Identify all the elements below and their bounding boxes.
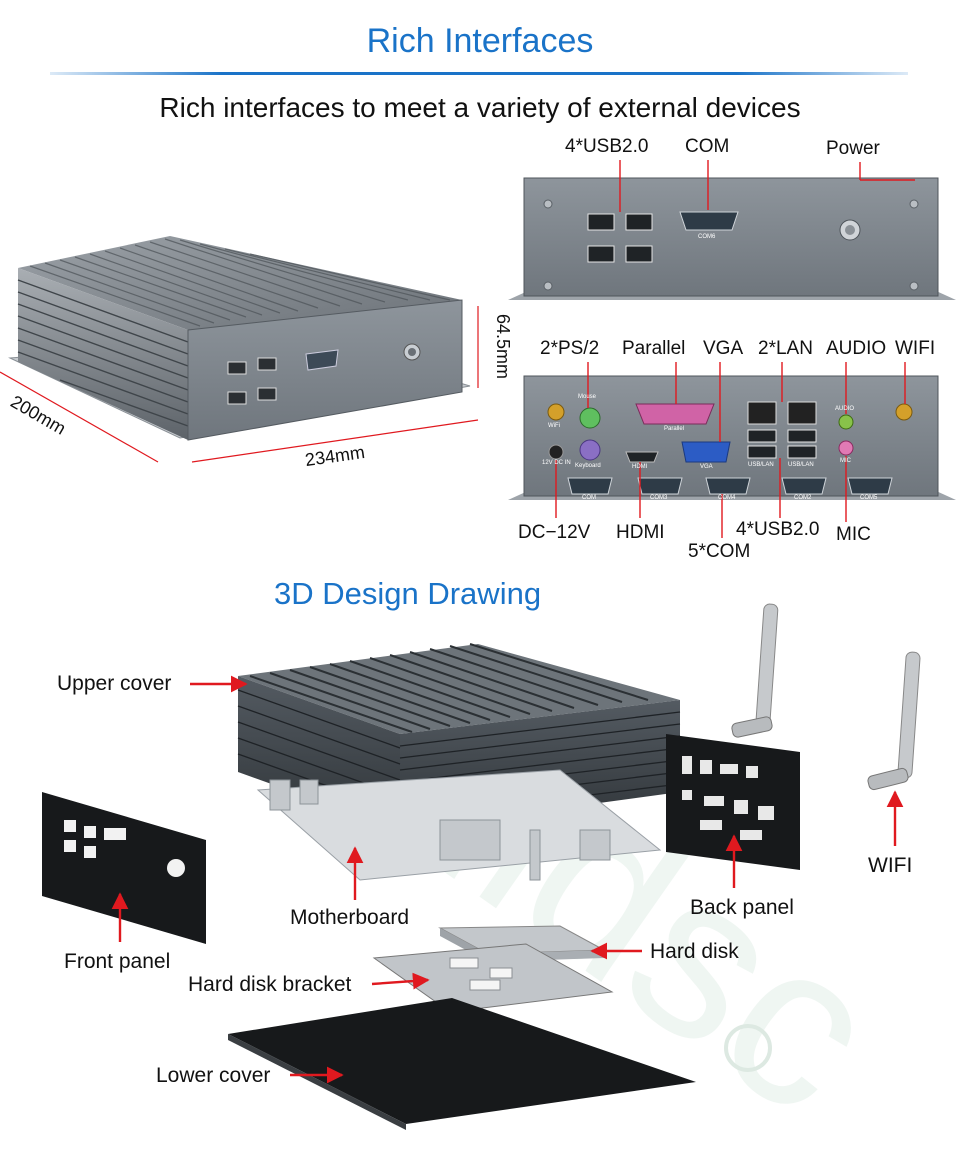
rear-print-com5: COM5 <box>860 495 878 501</box>
label-front-panel: Front panel <box>64 950 171 973</box>
label-front-power: Power <box>826 138 880 159</box>
label-hdmi: HDMI <box>616 522 665 543</box>
section-title-3d-design: 3D Design Drawing <box>274 576 542 611</box>
label-vga: VGA <box>703 338 744 359</box>
label-mic: MIC <box>836 524 871 545</box>
label-hard-disk-bracket: Hard disk bracket <box>188 973 352 996</box>
label-wifi-rear: WIFI <box>895 338 936 359</box>
rear-print-com: COM <box>582 495 596 501</box>
title-divider <box>50 72 908 75</box>
rear-print-com2: COM2 <box>794 495 812 501</box>
label-front-com: COM <box>685 136 730 157</box>
rear-print-keyboard: Keyboard <box>575 463 601 469</box>
label-lower-cover: Lower cover <box>156 1064 271 1087</box>
label-lan: 2*LAN <box>758 338 813 359</box>
front-print-com6: COM6 <box>698 234 716 240</box>
label-usb-rear: 4*USB2.0 <box>736 519 820 540</box>
label-back-panel: Back panel <box>690 896 794 919</box>
rear-print-dc: 12V DC IN <box>542 460 571 466</box>
rear-print-wifi: WiFi <box>548 423 560 429</box>
rear-print-usblan-1: USB/LAN <box>748 462 774 468</box>
label-dc: DC−12V <box>518 522 591 543</box>
label-parallel: Parallel <box>622 338 686 359</box>
rear-print-com4: COM4 <box>718 495 736 501</box>
rear-print-vga: VGA <box>700 464 713 470</box>
label-hard-disk: Hard disk <box>650 940 739 963</box>
rear-print-mic: MIC <box>840 458 851 464</box>
rear-print-hdmi: HDMI <box>632 464 648 470</box>
label-motherboard: Motherboard <box>290 906 410 929</box>
rear-print-audio: AUDIO <box>835 406 855 412</box>
label-upper-cover: Upper cover <box>57 672 172 695</box>
label-ps2: 2*PS/2 <box>540 338 600 359</box>
label-audio: AUDIO <box>826 338 887 359</box>
rear-print-parallel: Parallel <box>664 426 685 432</box>
rear-print-com3: COM3 <box>650 495 668 501</box>
section-title-rich-interfaces: Rich Interfaces <box>366 22 594 60</box>
rear-print-mouse: Mouse <box>578 394 597 400</box>
rear-print-usblan-2: USB/LAN <box>788 462 814 468</box>
label-com5: 5*COM <box>688 541 751 562</box>
label-wifi-antenna: WIFI <box>868 854 913 877</box>
label-front-usb: 4*USB2.0 <box>565 136 649 157</box>
section-subtitle: Rich interfaces to meet a variety of ext… <box>159 92 801 123</box>
